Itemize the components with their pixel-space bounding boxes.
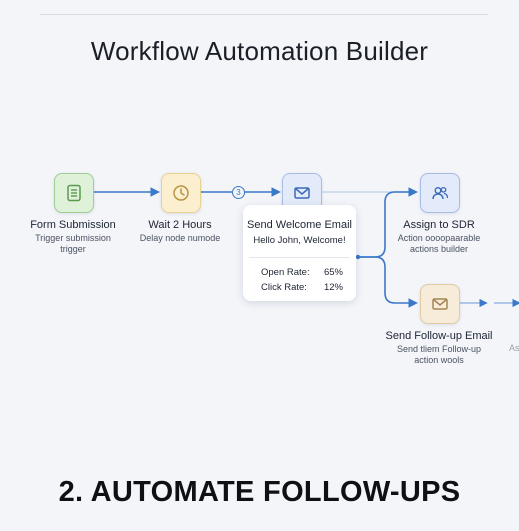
branch-dot: [355, 254, 361, 260]
wait-node[interactable]: [161, 173, 201, 213]
mail-icon: [294, 187, 310, 199]
click-rate-label: Click Rate:: [261, 282, 307, 293]
card-divider: [249, 257, 350, 258]
email-preview-text: Hello John, Welcome!: [253, 235, 346, 246]
form-submission-label: Form Submission Trigger submission trigg…: [13, 219, 133, 255]
clock-icon: [173, 185, 189, 201]
step-banner: 2. AUTOMATE FOLLOW-UPS: [58, 476, 461, 508]
node-title: Assign to SDR: [403, 219, 475, 231]
node-title: Wait 2 Hours: [148, 219, 212, 231]
step-number-badge: 3: [232, 186, 245, 199]
node-subtitle: action wools: [414, 355, 464, 365]
open-rate-label: Open Rate:: [261, 267, 310, 278]
form-icon: [67, 184, 81, 202]
users-icon: [432, 186, 449, 200]
node-subtitle: Delay node numode: [139, 233, 221, 243]
node-subtitle: Action oooopaarable: [397, 233, 481, 243]
node-subtitle: actions builder: [409, 244, 469, 254]
next-node-partial-label: As: [509, 343, 519, 353]
node-title: Send Follow-up Email: [385, 330, 493, 342]
form-submission-node[interactable]: [54, 173, 94, 213]
node-subtitle: trigger: [60, 244, 86, 254]
followup-email-node[interactable]: [420, 284, 460, 324]
top-divider: [40, 14, 488, 15]
followup-email-label: Send Follow-up Email Send tliem Follow-u…: [379, 330, 499, 366]
node-subtitle: Trigger submission: [35, 233, 111, 243]
welcome-email-card[interactable]: Send Welcome Email Hello John, Welcome! …: [243, 205, 356, 301]
assign-sdr-node[interactable]: [420, 173, 460, 213]
node-subtitle: Send tliem Follow-up: [396, 344, 482, 354]
node-title: Form Submission: [30, 219, 116, 231]
click-rate-row: Click Rate: 12%: [261, 282, 343, 293]
assign-sdr-label: Assign to SDR Action oooopaarable action…: [379, 219, 499, 255]
page-title: Workflow Automation Builder: [90, 36, 429, 66]
edge-branch-assign: [358, 187, 418, 258]
wait-node-label: Wait 2 Hours Delay node numode: [120, 219, 240, 244]
edge-branch-followup: [358, 256, 418, 308]
open-rate-row: Open Rate: 65%: [261, 267, 343, 278]
click-rate-value: 12%: [323, 282, 343, 293]
open-rate-value: 65%: [323, 267, 343, 278]
envelope-icon: [432, 298, 448, 310]
card-title: Send Welcome Email: [247, 219, 352, 231]
